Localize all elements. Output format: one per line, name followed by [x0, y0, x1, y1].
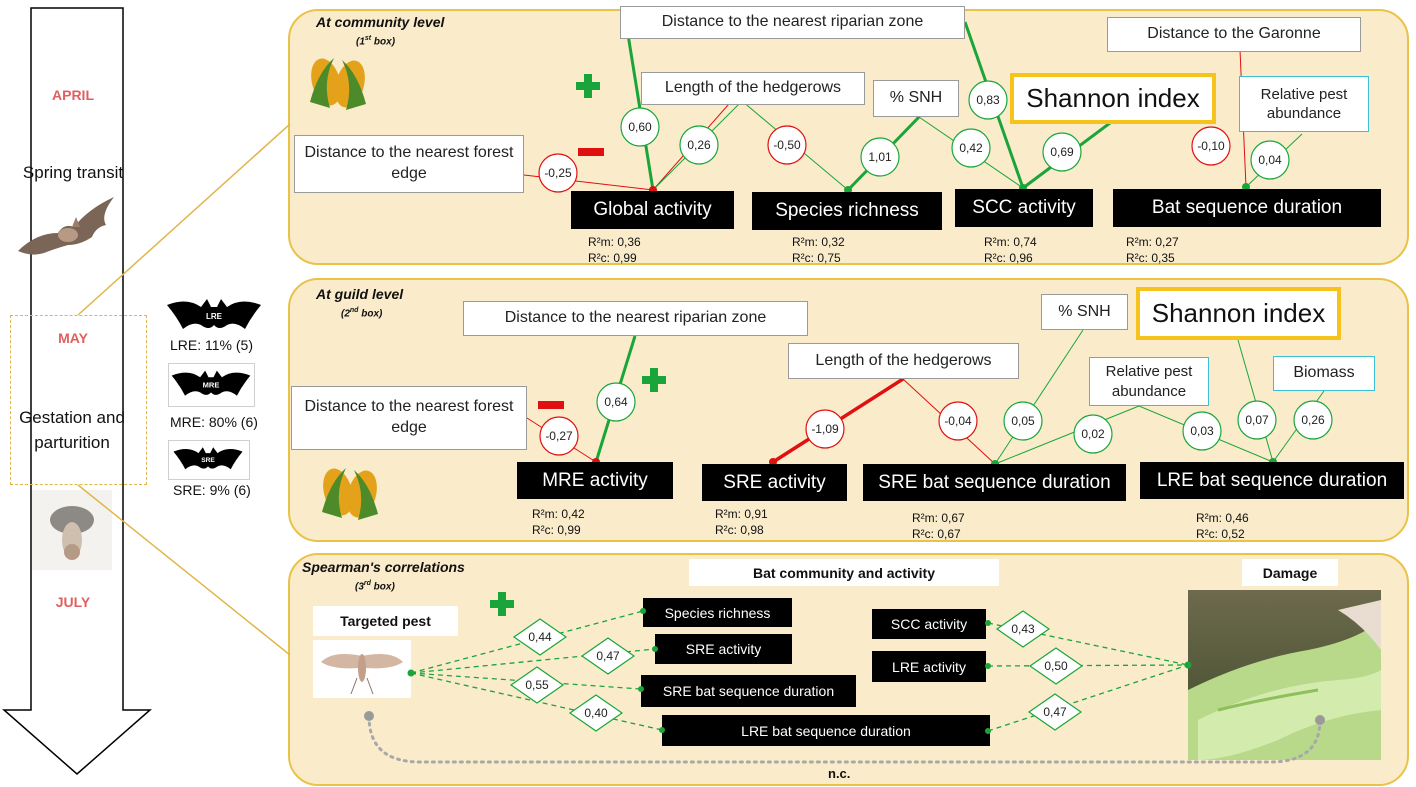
box2-sre-activity: SRE activity: [702, 464, 847, 501]
coef-b2-c3: -1,09: [811, 422, 839, 436]
corr-r2: 0,47: [596, 649, 620, 663]
box2-title: At guild level: [316, 286, 404, 302]
bat-mre-icon: MRE: [171, 370, 251, 396]
box1-subtitle: (1st box): [356, 35, 396, 48]
guild-lre-label: LRE: 11% (5): [170, 337, 253, 353]
box1-species-richness: Species richness: [752, 192, 942, 230]
svg-text:SRE: SRE: [201, 457, 215, 464]
box2-snh-label: % SNH: [1041, 294, 1128, 330]
coef-b2-c9: 0,26: [1301, 413, 1325, 427]
box1-stats-global: R²m: 0,36 R²c: 0,99: [588, 235, 641, 265]
box1-forest-label: Distance to the nearest forest edge: [294, 135, 524, 193]
box1-riparian-label: Distance to the nearest riparian zone: [620, 6, 965, 39]
box1-global-activity: Global activity: [571, 191, 734, 229]
coef-b1-c8: 0,69: [1050, 145, 1074, 159]
moth-image: [313, 640, 411, 698]
box3-title: Spearman's correlations: [302, 559, 465, 575]
coef-b1-c10: 0,04: [1258, 153, 1282, 167]
box2-stats-sre-seq: R²m: 0,67 R²c: 0,67: [912, 511, 965, 541]
month-april: APRIL: [52, 87, 94, 103]
corn-icon: [322, 468, 378, 520]
box1-shannon-label: Shannon index: [1010, 73, 1216, 124]
damage-photo-image: [1188, 590, 1381, 760]
corn-icon: [310, 58, 366, 110]
bat-sre-icon: SRE: [173, 447, 243, 470]
box1-hedgerows-label: Length of the hedgerows: [641, 72, 865, 105]
coef-b1-c4: -0,50: [773, 138, 801, 152]
coef-b1-c3: 0,26: [687, 138, 711, 152]
box2-stats-mre: R²m: 0,42 R²c: 0,99: [532, 507, 585, 537]
coef-b2-c4: -0,04: [944, 414, 972, 428]
phase-gestation: Gestation and parturition: [19, 408, 125, 452]
guild-mre-label: MRE: 80% (6): [170, 414, 258, 430]
box1-stats-seq: R²m: 0,27 R²c: 0,35: [1126, 235, 1179, 265]
box2-forest-label: Distance to the nearest forest edge: [291, 386, 527, 450]
corr-r1: 0,44: [528, 630, 552, 644]
box3-pest-header: Targeted pest: [313, 606, 458, 636]
svg-text:LRE: LRE: [206, 312, 223, 321]
minus-icon: [538, 401, 564, 409]
box2-hedgerows-label: Length of the hedgerows: [788, 343, 1019, 379]
coef-b2-c5: 0,05: [1011, 414, 1035, 428]
month-may: MAY: [58, 330, 88, 346]
minus-icon: [578, 148, 604, 156]
box2-sre-seq-duration: SRE bat sequence duration: [863, 464, 1126, 501]
box3-scc-activity: SCC activity: [872, 609, 986, 639]
coef-b1-c9: -0,10: [1197, 139, 1225, 153]
box2-subtitle: (2nd box): [341, 307, 383, 320]
plus-icon: [490, 592, 514, 616]
coef-b2-c8: 0,07: [1245, 413, 1269, 427]
coef-b1-c1: -0,25: [544, 166, 572, 180]
box1-snh-label: % SNH: [873, 80, 959, 117]
box2-mre-activity: MRE activity: [517, 462, 673, 499]
coef-b2-c1: -0,27: [545, 429, 573, 443]
coef-b2-c7: 0,03: [1190, 424, 1214, 438]
plus-icon: [642, 368, 666, 392]
box3-sre-seq-duration: SRE bat sequence duration: [641, 675, 856, 707]
corr-r3: 0,55: [525, 678, 549, 692]
plus-icon: [576, 74, 600, 98]
box1-stats-scc: R²m: 0,74 R²c: 0,96: [984, 235, 1037, 265]
coef-b2-c2: 0,64: [604, 395, 628, 409]
box2-pest-label: Relative pest abundance: [1089, 357, 1209, 406]
coef-b2-c6: 0,02: [1081, 427, 1105, 441]
box2-riparian-label: Distance to the nearest riparian zone: [463, 301, 808, 336]
box3-subtitle: (3rd box): [355, 580, 395, 593]
corr-r4: 0,40: [584, 706, 608, 720]
box1-garonne-label: Distance to the Garonne: [1107, 17, 1361, 52]
svg-text:MRE: MRE: [203, 380, 220, 389]
box2-biomass-label: Biomass: [1273, 356, 1375, 391]
box2-stats-sre: R²m: 0,91 R²c: 0,98: [715, 507, 768, 537]
box1-stats-richness: R²m: 0,32 R²c: 0,75: [792, 235, 845, 265]
coef-b1-c5: 1,01: [868, 150, 892, 164]
box3-species-richness: Species richness: [643, 598, 792, 627]
box1-title: At community level: [316, 14, 445, 30]
coef-b1-c7: 0,83: [976, 93, 1000, 107]
box3-nc-label: n.c.: [828, 766, 851, 781]
corr-r5: 0,43: [1011, 622, 1035, 636]
box2-shannon-label: Shannon index: [1136, 287, 1341, 340]
box3-bat-header: Bat community and activity: [689, 559, 999, 586]
coef-b1-c6: 0,42: [959, 141, 983, 155]
box3-lre-activity: LRE activity: [872, 651, 986, 682]
corr-r6: 0,50: [1044, 659, 1068, 673]
coef-b1-c2: 0,60: [628, 120, 652, 134]
box1-scc-activity: SCC activity: [955, 189, 1093, 227]
box1-pest-label: Relative pest abundance: [1239, 76, 1369, 132]
box2-stats-lre-seq: R²m: 0,46 R²c: 0,52: [1196, 511, 1249, 541]
box3-damage-header: Damage: [1242, 559, 1338, 586]
corr-r7: 0,47: [1043, 705, 1067, 719]
box3-sre-activity: SRE activity: [655, 634, 792, 664]
box1-bat-sequence-duration: Bat sequence duration: [1113, 189, 1381, 227]
box2-lre-seq-duration: LRE bat sequence duration: [1140, 462, 1404, 499]
box3-lre-seq-duration: LRE bat sequence duration: [662, 715, 990, 746]
